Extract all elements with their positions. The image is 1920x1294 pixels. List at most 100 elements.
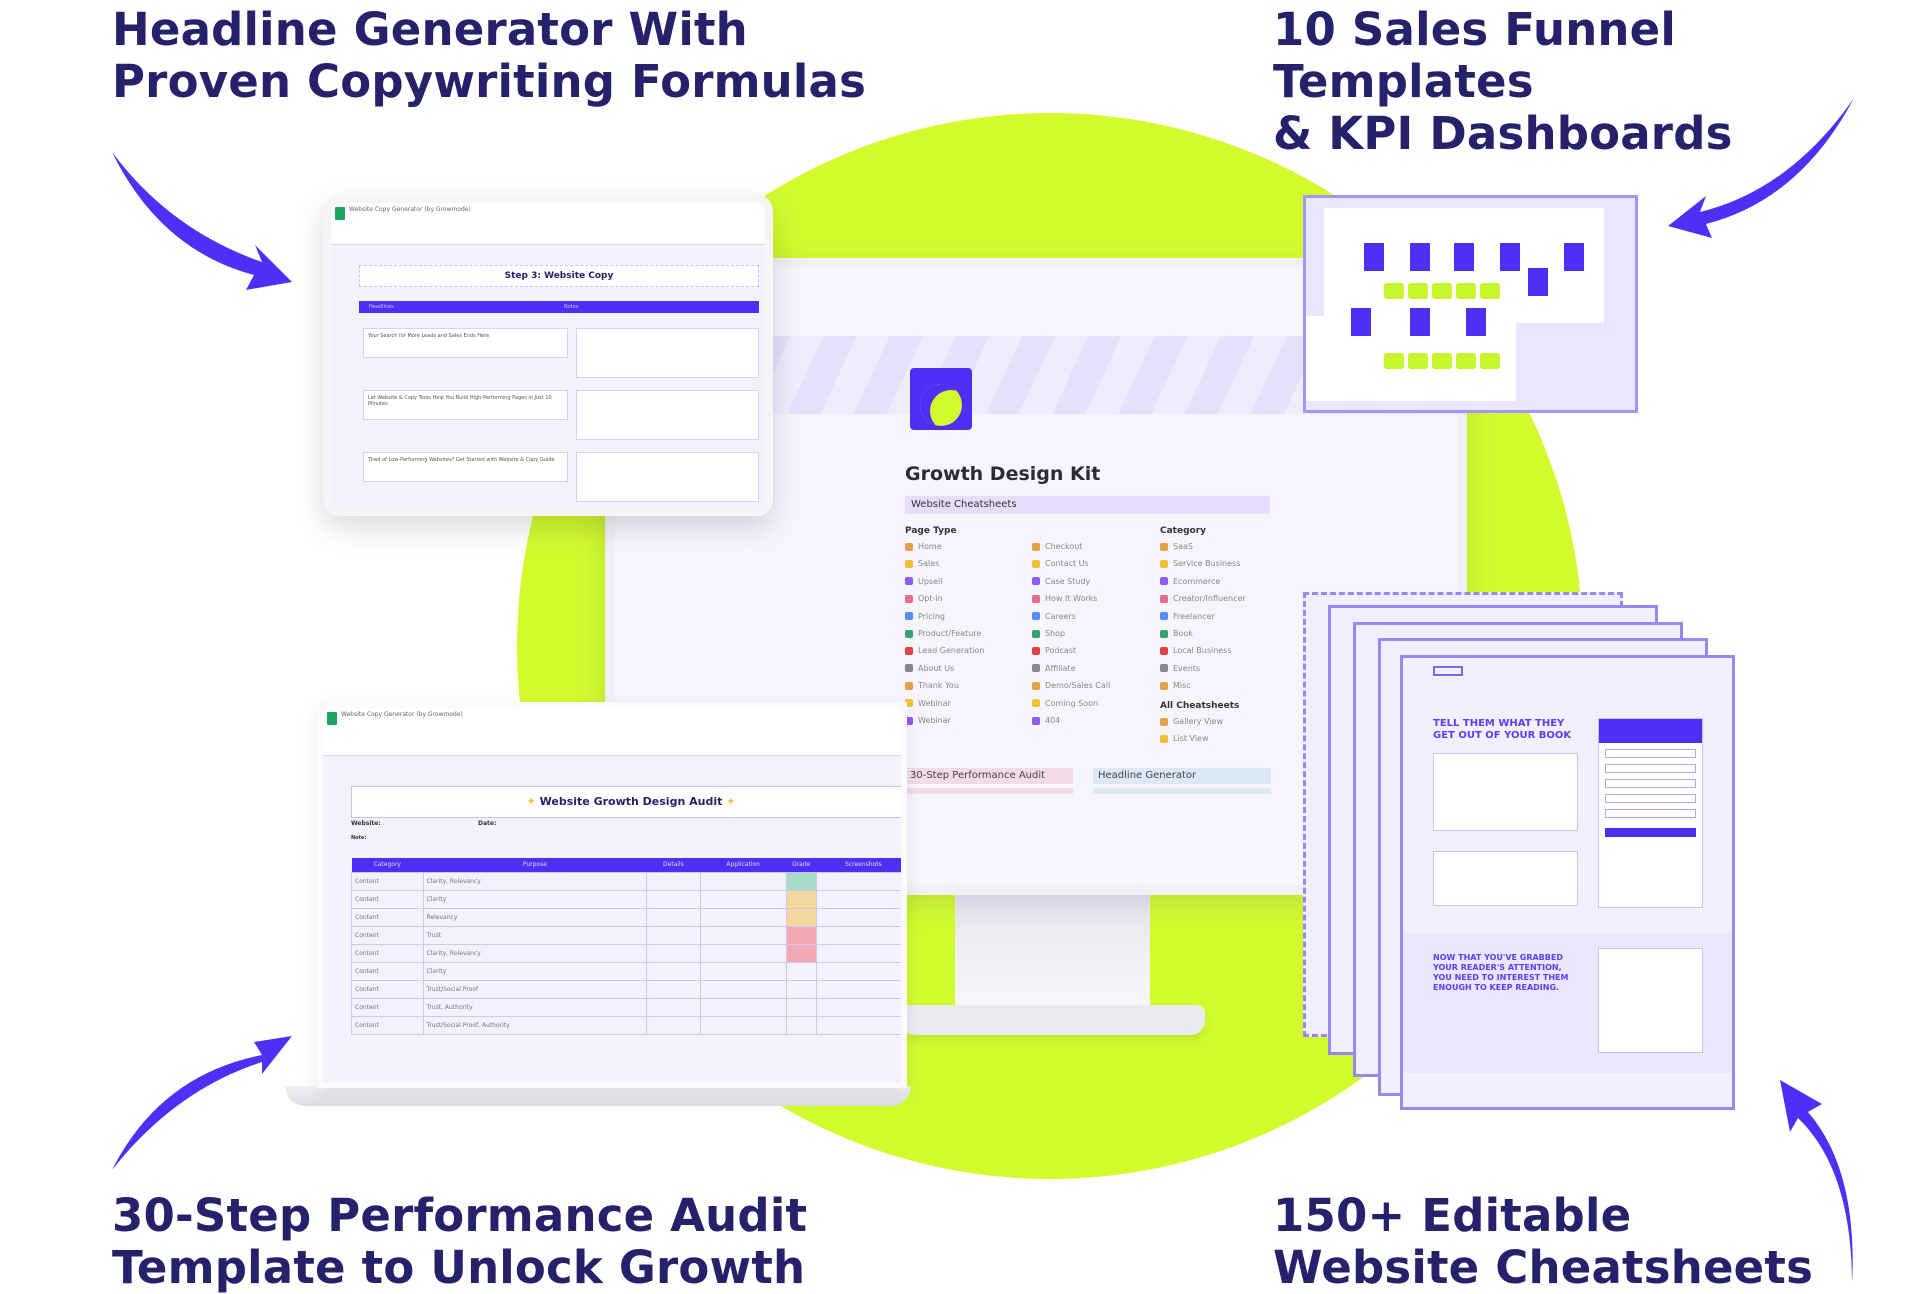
screenshots-cell[interactable] [815, 889, 901, 909]
column-header: Category [351, 858, 424, 872]
grade-cell[interactable] [785, 889, 817, 909]
cheatsheet-link[interactable]: Affiliate [1032, 660, 1110, 677]
screenshots-cell[interactable] [815, 1015, 901, 1035]
category-cell: Content [351, 889, 424, 909]
funnel-kpi-node [1384, 353, 1404, 369]
grade-cell[interactable] [785, 961, 817, 981]
cheatsheet-link[interactable]: About Us [905, 660, 984, 677]
details-cell [646, 871, 701, 891]
application-cell[interactable] [699, 979, 787, 999]
application-cell[interactable] [699, 1015, 787, 1035]
sheets-toolbar: Website Copy Generator (by Growmode) [323, 708, 901, 756]
form-field[interactable] [1605, 779, 1696, 788]
cheatsheet-link[interactable]: Sales [905, 555, 984, 572]
cheatsheet-link-label: 404 [1045, 716, 1061, 726]
grade-cell[interactable] [785, 979, 817, 999]
cheatsheet-link[interactable]: Checkout [1032, 538, 1110, 555]
notes-cell[interactable] [576, 390, 759, 440]
grade-cell[interactable] [785, 997, 817, 1017]
arrow-bottom-left-icon [112, 1036, 292, 1170]
headline-row[interactable]: Let Website & Copy Tools Help You Build … [363, 390, 568, 420]
cheatsheet-link[interactable]: Service Business [1160, 555, 1246, 572]
grade-cell[interactable] [785, 925, 817, 945]
screenshots-cell[interactable] [815, 997, 901, 1017]
category-cell: Content [351, 943, 424, 963]
cheatsheet-link[interactable]: Webinar [905, 712, 984, 729]
screenshots-cell[interactable] [815, 907, 901, 927]
form-submit-button[interactable] [1605, 828, 1696, 837]
cheatsheet-link[interactable]: Podcast [1032, 642, 1110, 659]
cheatsheet-link[interactable]: Demo/Sales Call [1032, 677, 1110, 694]
grade-cell[interactable] [785, 871, 817, 891]
cheatsheet-link[interactable]: List View [1160, 730, 1223, 747]
section-website-cheatsheets[interactable]: Website Cheatsheets [905, 496, 1270, 514]
info-card [1433, 851, 1578, 906]
cheatsheet-link[interactable]: How It Works [1032, 590, 1110, 607]
cheatsheet-link[interactable]: Coming Soon [1032, 695, 1110, 712]
funnel-step-node [1528, 268, 1548, 296]
screenshots-cell[interactable] [815, 961, 901, 981]
application-cell[interactable] [699, 997, 787, 1017]
cheatsheet-link[interactable]: Pricing [905, 608, 984, 625]
sparkle-icon: ✦ [526, 795, 540, 808]
cheatsheet-link[interactable]: Lead Generation [905, 642, 984, 659]
cheatsheet-link[interactable]: Gallery View [1160, 713, 1223, 730]
emoji-icon [905, 542, 913, 551]
notes-cell[interactable] [576, 328, 759, 378]
headline-row[interactable]: Tired of Low-Performing Websites? Get St… [363, 452, 568, 482]
cheatsheet-link[interactable]: Thank You [905, 677, 984, 694]
cheatsheet-link[interactable]: Shop [1032, 625, 1110, 642]
form-field[interactable] [1605, 749, 1696, 758]
funnel-step-node [1410, 308, 1430, 336]
tablet-headline-generator: Website Copy Generator (by Growmode) Ste… [323, 195, 773, 516]
form-field[interactable] [1605, 794, 1696, 803]
screenshots-cell[interactable] [815, 871, 901, 891]
cheatsheet-link[interactable]: Freelancer [1160, 608, 1246, 625]
audit-link[interactable]: 30-Step Performance Audit [905, 768, 1073, 784]
cheatsheet-link[interactable]: SaaS [1160, 538, 1246, 555]
purpose-cell: Clarity [422, 889, 648, 909]
grade-cell[interactable] [785, 943, 817, 963]
cheatsheet-link[interactable]: Ecommerce [1160, 573, 1246, 590]
purpose-cell: Trust/Social Proof, Authority [422, 1015, 648, 1035]
notes-cell[interactable] [576, 452, 759, 502]
grade-cell[interactable] [785, 1015, 817, 1035]
cheatsheet-link[interactable]: Events [1160, 660, 1246, 677]
cheatsheet-link[interactable]: Case Study [1032, 573, 1110, 590]
cheatsheet-link[interactable]: Creator/Influencer [1160, 590, 1246, 607]
cheatsheet-link[interactable]: Misc [1160, 677, 1246, 694]
grade-cell[interactable] [785, 907, 817, 927]
cheatsheet-link[interactable]: Contact Us [1032, 555, 1110, 572]
application-cell[interactable] [699, 907, 787, 927]
application-cell[interactable] [699, 889, 787, 909]
emoji-icon [1032, 716, 1040, 725]
application-cell[interactable] [699, 871, 787, 891]
cheatsheet-link[interactable]: Product/Feature [905, 625, 984, 642]
headline-link-sub [1093, 788, 1271, 794]
application-cell[interactable] [699, 925, 787, 945]
cheatsheet-link[interactable]: 404 [1032, 712, 1110, 729]
all-cheatsheets-label: All Cheatsheets [1160, 701, 1240, 711]
form-field[interactable] [1605, 764, 1696, 773]
laptop-audit-template: Website Copy Generator (by Growmode) ✦ W… [317, 702, 907, 1088]
cheatsheet-link[interactable]: Upsell [905, 573, 984, 590]
cheatsheet-link[interactable]: Home [905, 538, 984, 555]
cheatsheet-link[interactable]: Opt-in [905, 590, 984, 607]
cheatsheet-link[interactable]: Book [1160, 625, 1246, 642]
headline-line: 30-Step Performance Audit [112, 1189, 808, 1242]
cheatsheet-link[interactable]: Careers [1032, 608, 1110, 625]
form-field[interactable] [1605, 809, 1696, 818]
emoji-icon [1160, 734, 1168, 743]
purpose-cell: Trust, Authority [422, 997, 648, 1017]
screenshots-cell[interactable] [815, 979, 901, 999]
application-cell[interactable] [699, 961, 787, 981]
headline-generator-link[interactable]: Headline Generator [1093, 768, 1271, 784]
application-cell[interactable] [699, 943, 787, 963]
cheatsheet-link[interactable]: Webinar [905, 695, 984, 712]
sheets-toolbar: Website Copy Generator (by Growmode) [331, 203, 765, 245]
cheatsheet-link[interactable]: Local Business [1160, 642, 1246, 659]
headline-row[interactable]: Your Search for More Leads and Sales End… [363, 328, 568, 358]
screenshots-cell[interactable] [815, 943, 901, 963]
header-headlines: Headlines [369, 304, 394, 310]
screenshots-cell[interactable] [815, 925, 901, 945]
